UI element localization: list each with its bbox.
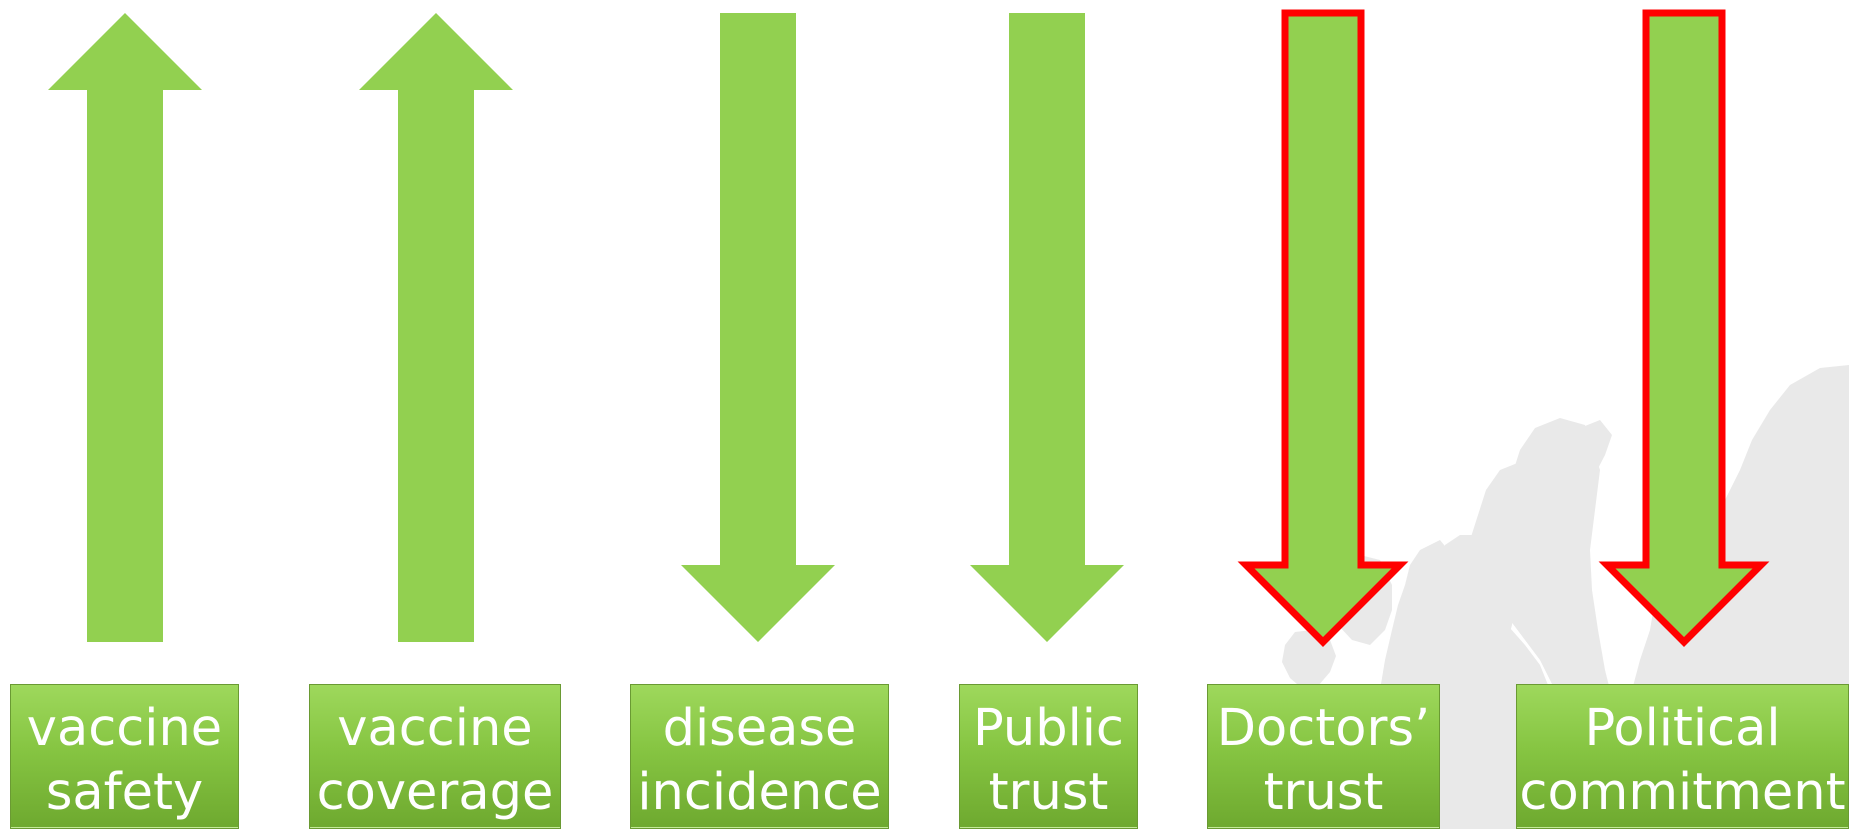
label-line: disease [662, 699, 857, 758]
label-box-vaccine-safety: vaccine safety [10, 684, 239, 829]
label-box-disease-incidence: disease incidence [630, 684, 889, 829]
down-arrow-public-trust [970, 13, 1124, 642]
label-line: vaccine [26, 699, 223, 758]
label-box-public-trust: Public trust [959, 684, 1138, 829]
label-box-political-commitment: Political commitment [1516, 684, 1849, 829]
label-line: trust [1263, 763, 1384, 822]
up-arrow-vaccine-coverage [359, 13, 513, 642]
label-line: trust [988, 763, 1109, 822]
label-line: safety [45, 763, 204, 822]
label-line: commitment [1519, 763, 1846, 822]
label-line: Doctors’ [1216, 699, 1431, 758]
label-box-vaccine-coverage: vaccine coverage [309, 684, 561, 829]
label-line: coverage [316, 763, 554, 822]
label-line: incidence [637, 763, 882, 822]
down-arrow-disease-incidence [681, 13, 835, 642]
up-arrow-vaccine-safety [48, 13, 202, 642]
label-line: Political [1584, 699, 1781, 758]
down-arrow-doctors-trust [1237, 9, 1409, 647]
label-line: vaccine [337, 699, 533, 758]
label-box-doctors-trust: Doctors’ trust [1207, 684, 1440, 829]
label-line: Public [973, 699, 1124, 758]
down-arrow-political-commitment [1598, 9, 1770, 647]
